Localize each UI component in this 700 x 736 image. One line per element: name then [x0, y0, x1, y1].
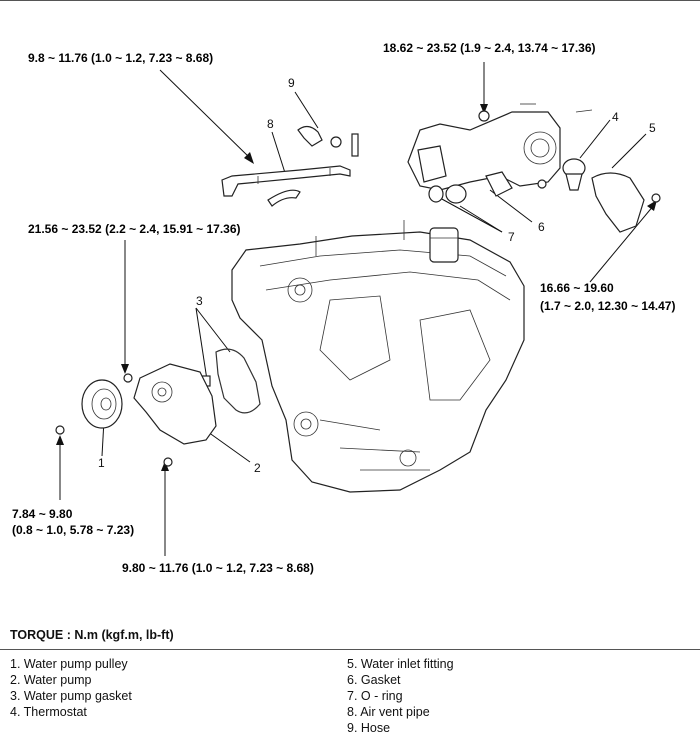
torque-pump-bolt-upper: 21.56 ~ 23.52 (2.2 ~ 2.4, 15.91 ~ 17.36) — [28, 222, 241, 236]
thermostat-drawing — [562, 158, 586, 191]
parts-legend-right: 5. Water inlet fitting 6. Gasket 7. O - … — [347, 656, 454, 736]
water-pump-pulley-drawing — [55, 379, 123, 435]
callout-8: 8 — [267, 117, 274, 131]
parts-legend-left: 1. Water pump pulley 2. Water pump 3. Wa… — [10, 656, 132, 720]
torque-pump-bolt-lower: 9.80 ~ 11.76 (1.0 ~ 1.2, 7.23 ~ 8.68) — [122, 561, 314, 575]
torque-fitting-bolt-line1: 16.66 ~ 19.60 — [540, 281, 614, 295]
torque-pulley-bolt-line2: (0.8 ~ 1.0, 5.78 ~ 7.23) — [12, 523, 134, 537]
legend-item: 3. Water pump gasket — [10, 689, 132, 703]
callout-4: 4 — [612, 110, 619, 124]
engine-block-drawing — [231, 220, 525, 493]
hose-drawing — [297, 125, 359, 157]
legend-item: 9. Hose — [347, 721, 391, 735]
callout-6: 6 — [538, 220, 545, 234]
callout-9: 9 — [288, 76, 295, 90]
air-vent-pipe-drawing — [221, 165, 351, 207]
legend-item: 4. Thermostat — [10, 705, 87, 719]
legend-item: 5. Water inlet fitting — [347, 657, 454, 671]
legend-item: 2. Water pump — [10, 673, 92, 687]
torque-inlet-nut: 18.62 ~ 23.52 (1.9 ~ 2.4, 13.74 ~ 17.36) — [383, 41, 596, 55]
callout-2: 2 — [254, 461, 261, 475]
callout-3: 3 — [196, 294, 203, 308]
legend-item: 8. Air vent pipe — [347, 705, 430, 719]
callout-1: 1 — [98, 456, 105, 470]
water-inlet-fitting-drawing — [407, 103, 593, 204]
torque-pulley-bolt-line1: 7.84 ~ 9.80 — [12, 507, 73, 521]
legend-divider — [0, 649, 700, 650]
torque-fitting-bolt-line2: (1.7 ~ 2.0, 12.30 ~ 14.47) — [540, 299, 675, 313]
water-pump-drawing — [123, 363, 217, 467]
inlet-cover-drawing — [591, 172, 661, 233]
legend-item: 7. O - ring — [347, 689, 403, 703]
exploded-view-diagram: 9.8 ~ 11.76 (1.0 ~ 1.2, 7.23 ~ 8.68) 18.… — [12, 41, 675, 575]
torque-units-heading: TORQUE : N.m (kgf.m, lb-ft) — [10, 628, 174, 642]
legend-item: 6. Gasket — [347, 673, 401, 687]
torque-air-vent-bolt: 9.8 ~ 11.76 (1.0 ~ 1.2, 7.23 ~ 8.68) — [28, 51, 213, 65]
legend-item: 1. Water pump pulley — [10, 657, 128, 671]
top-rule — [0, 0, 700, 1]
callout-7: 7 — [508, 230, 515, 244]
callout-5: 5 — [649, 121, 656, 135]
